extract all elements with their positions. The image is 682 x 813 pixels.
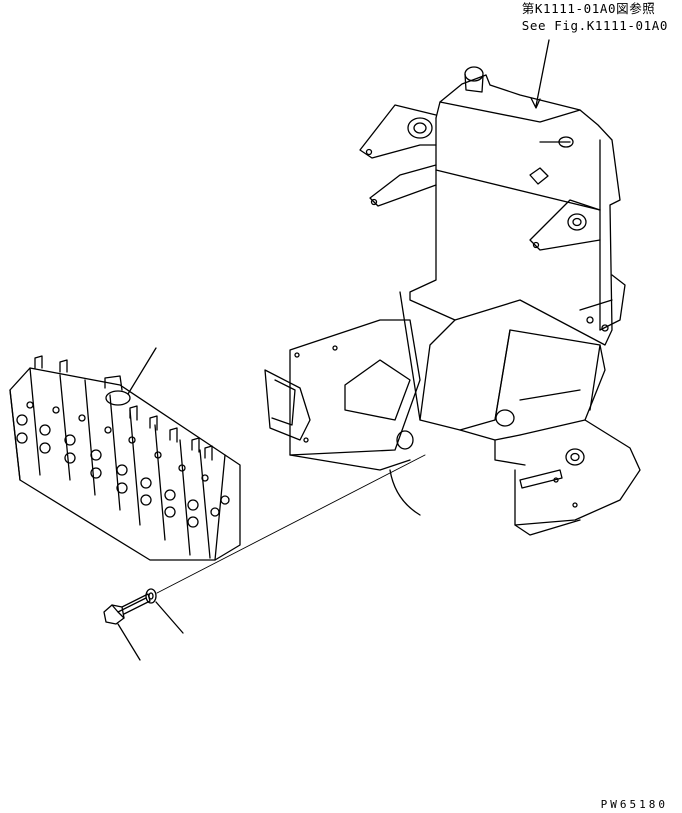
figure-reference-note: 第K1111-01A0図参照 See Fig.K1111-01A0 [522,0,668,34]
frame-reference-leader [530,39,550,109]
drawing-id: PW65180 [600,798,668,811]
washer [145,588,184,634]
assembly-centerline [156,454,426,594]
mounting-bolt [103,593,151,661]
reference-note-japanese: 第K1111-01A0図参照 [521,1,656,16]
control-valve-assembly [9,347,241,561]
frame-assembly [264,66,641,536]
reference-note-english: See Fig.K1111-01A0 [521,18,668,33]
